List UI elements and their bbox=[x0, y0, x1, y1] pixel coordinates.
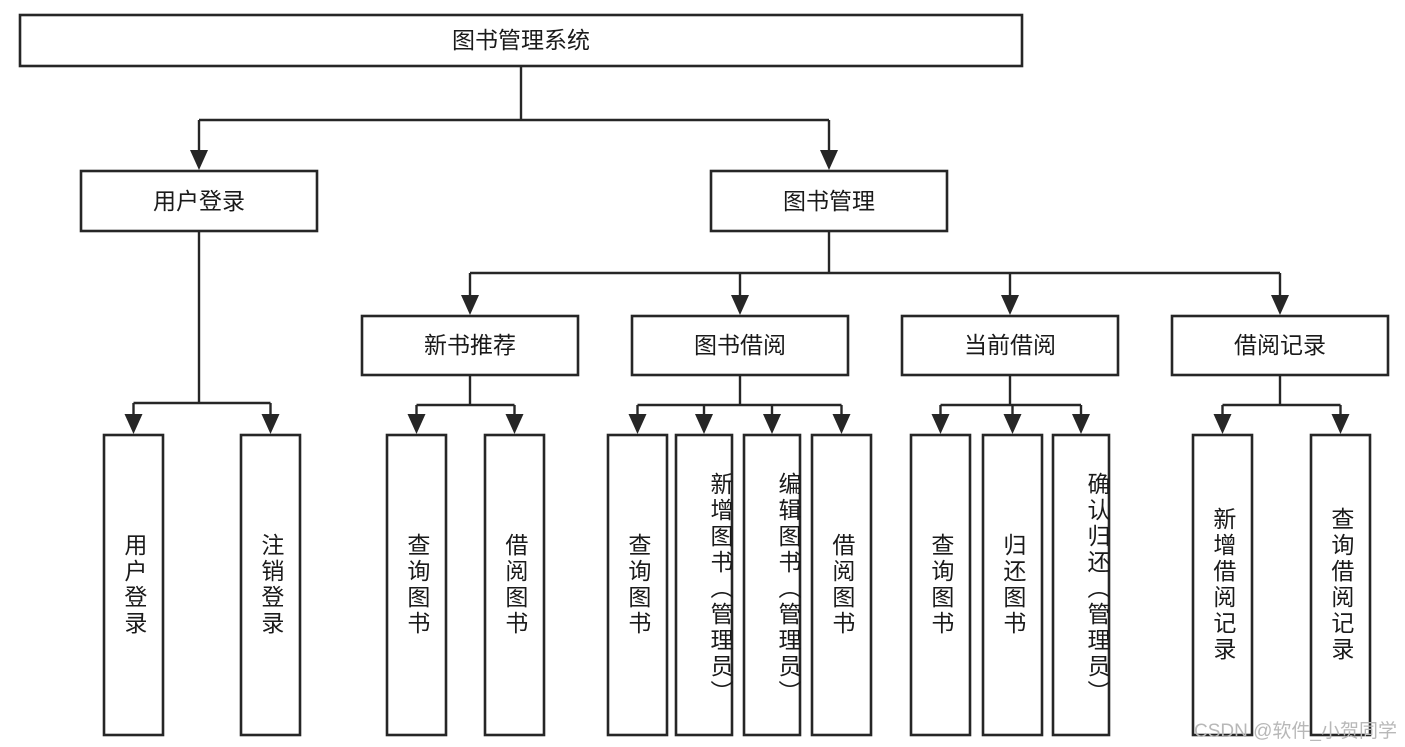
borrow-record-to-leaves-arrow-0 bbox=[1213, 414, 1232, 434]
box-layer bbox=[18, 13, 1390, 737]
current-borrow-to-leaves-arrow-2 bbox=[1072, 414, 1090, 434]
root-to-level2-arrow-1 bbox=[820, 150, 838, 170]
node-box-book-borrow bbox=[630, 314, 850, 377]
book-borrow-to-leaves-arrow-3 bbox=[832, 414, 851, 434]
current-borrow-to-leaves-arrow-0 bbox=[931, 414, 950, 434]
node-box-leaf-query-borrow-record bbox=[1309, 433, 1372, 737]
user-login-to-leaves-arrow-0 bbox=[124, 414, 143, 434]
node-box-leaf-borrow-book-recommend bbox=[483, 433, 546, 737]
node-box-leaf-confirm-return bbox=[1051, 433, 1111, 737]
node-box-leaf-edit-book bbox=[742, 433, 802, 737]
book-borrow-to-leaves-arrow-0 bbox=[628, 414, 647, 434]
node-box-new-book-recommend bbox=[360, 314, 580, 377]
new-book-recommend-to-leaves-arrow-1 bbox=[505, 414, 524, 434]
connector-layer bbox=[124, 66, 1350, 434]
node-box-leaf-add-borrow-record bbox=[1191, 433, 1254, 737]
bookmanage-to-level3-arrow-2 bbox=[1001, 295, 1019, 315]
node-box-leaf-query-book-recommend bbox=[385, 433, 448, 737]
user-login-to-leaves-arrow-1 bbox=[261, 414, 280, 434]
book-borrow-to-leaves-arrow-1 bbox=[695, 414, 713, 434]
root-to-level2-arrow-0 bbox=[190, 150, 208, 170]
node-box-leaf-return-book bbox=[981, 433, 1044, 737]
node-box-leaf-user-logout bbox=[239, 433, 302, 737]
node-box-current-borrow bbox=[900, 314, 1120, 377]
node-box-root bbox=[18, 13, 1024, 68]
node-box-leaf-query-book-borrow bbox=[606, 433, 669, 737]
bookmanage-to-level3-arrow-1 bbox=[731, 295, 749, 315]
current-borrow-to-leaves-arrow-1 bbox=[1003, 414, 1022, 434]
new-book-recommend-to-leaves-arrow-0 bbox=[407, 414, 426, 434]
bookmanage-to-level3-arrow-3 bbox=[1271, 295, 1289, 315]
node-box-user-login bbox=[79, 169, 319, 233]
node-box-leaf-borrow-book bbox=[810, 433, 873, 737]
node-box-leaf-user-login bbox=[102, 433, 165, 737]
watermark-text: CSDN @软件_小贺同学 bbox=[1194, 721, 1397, 742]
bookmanage-to-level3-arrow-0 bbox=[461, 295, 479, 315]
node-box-book-manage bbox=[709, 169, 949, 233]
node-box-leaf-query-book-current bbox=[909, 433, 972, 737]
node-box-leaf-add-book bbox=[674, 433, 734, 737]
book-borrow-to-leaves-arrow-2 bbox=[763, 414, 781, 434]
borrow-record-to-leaves-arrow-1 bbox=[1331, 414, 1350, 434]
node-box-borrow-record bbox=[1170, 314, 1390, 377]
